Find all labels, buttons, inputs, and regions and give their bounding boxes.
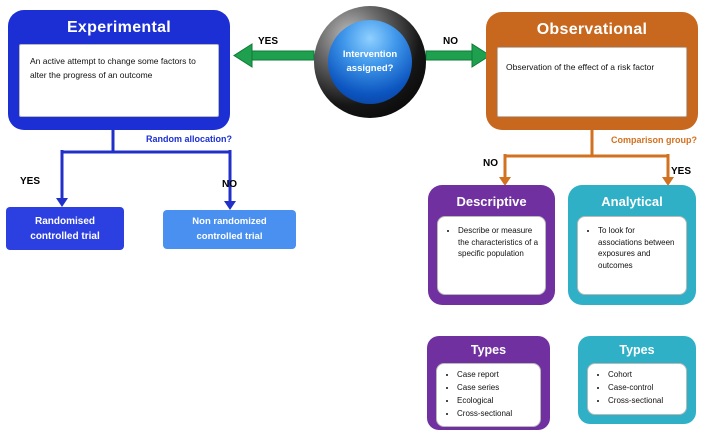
edge-label-random-no: NO [222,179,237,190]
observational-title: Observational [536,21,648,38]
analytical-type-item: Cross-sectional [608,395,680,407]
analytical-card: Analytical To look for associations betw… [568,185,696,305]
analytical-type-item: Cohort [608,369,680,381]
descriptive-title: Descriptive [456,194,527,209]
descriptive-bullet: Describe or measure the characteristics … [458,225,539,260]
descriptive-type-item: Case series [457,382,534,394]
analytical-type-item: Case-control [608,382,680,394]
descriptive-types-body: Case report Case series Ecological Cross… [436,363,541,427]
intervention-yes-arrow [233,43,315,68]
descriptive-card: Descriptive Describe or measure the char… [428,185,555,305]
analytical-body: To look for associations between exposur… [577,216,687,295]
edge-label-random-yes: YES [20,176,41,187]
analytical-types-body: Cohort Case-control Cross-sectional [587,363,687,415]
edge-label-intervention-no: NO [443,36,458,47]
descriptive-type-item: Case report [457,369,534,381]
experimental-card: Experimental An active attempt to change… [8,10,230,130]
experimental-body: An active attempt to change some factors… [19,44,219,117]
decision-label: Intervention assigned? [328,20,412,104]
descriptive-types-title: Types [470,343,507,357]
analytical-bullet: To look for associations between exposur… [598,225,680,271]
descriptive-type-item: Ecological [457,395,534,407]
edge-label-comparison-yes: YES [671,166,692,177]
decision-node: Intervention assigned? [314,6,426,118]
analytical-title: Analytical [601,194,663,209]
edge-label-comparison-no: NO [483,158,498,169]
randomised-controlled-trial-box: Randomised controlled trial [6,207,124,250]
experimental-title: Experimental [66,19,172,36]
non-randomized-controlled-trial-box: Non randomized controlled trial [163,210,296,249]
edge-label-intervention-yes: YES [258,36,279,47]
descriptive-type-item: Cross-sectional [457,408,534,420]
observational-body: Observation of the effect of a risk fact… [497,47,687,117]
analytical-types-title: Types [619,343,655,357]
analytical-types-card: Types Cohort Case-control Cross-sectiona… [578,336,696,424]
comparison-group-question: Comparison group? [611,135,697,145]
descriptive-types-card: Types Case report Case series Ecological… [427,336,550,430]
descriptive-body: Describe or measure the characteristics … [437,216,546,295]
intervention-no-arrow [425,43,491,68]
observational-card: Observational Observation of the effect … [486,12,698,130]
random-allocation-question: Random allocation? [146,134,233,144]
